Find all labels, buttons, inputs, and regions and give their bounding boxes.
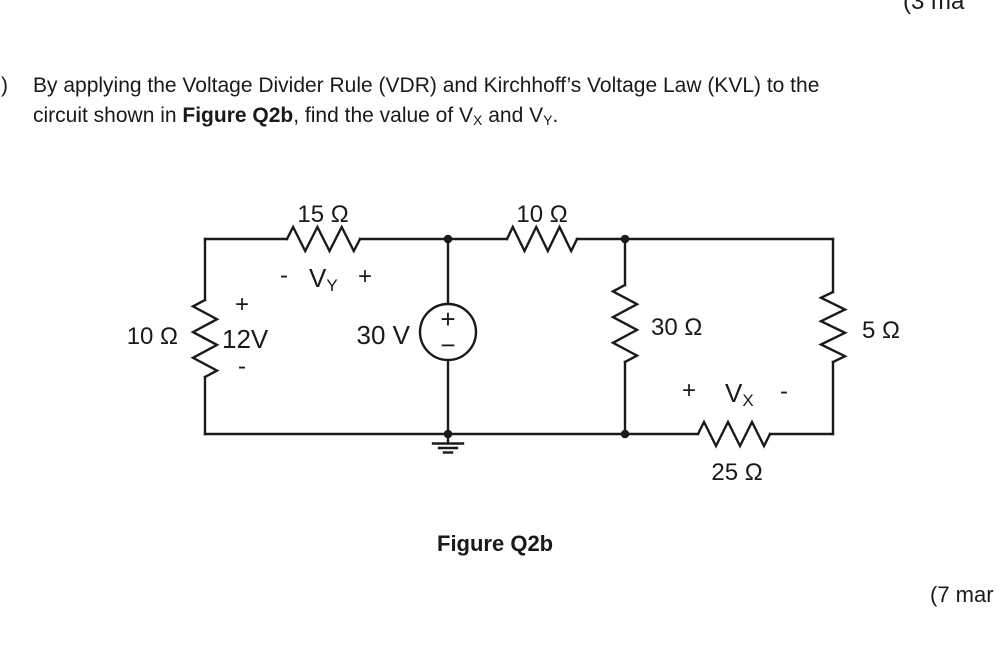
vx-minus-sign: - [780,378,788,405]
figure-reference: Figure Q2b [182,104,294,127]
junction-dot-top-a [443,234,453,244]
vy-sub: Y [326,276,337,295]
marks-bottom-partial: (7 mar [930,582,994,607]
junction-dot-ground [443,429,453,439]
voltage-source-icon: + − [418,302,478,362]
junction-dot-bottom-b [620,429,630,439]
label-vx: VX [725,378,754,410]
figure-caption: Figure Q2b [437,531,554,556]
resistor-10-ohm-left [190,298,220,379]
label-15-ohm: 15 Ω [297,201,348,228]
label-25-ohm: 25 Ω [711,459,762,486]
circuit-labels: 15 Ω 10 Ω 10 Ω 30 Ω 5 Ω 25 Ω 30 V + 12V … [127,201,900,486]
circuit-resistors [190,224,848,449]
label-vy: VY [309,263,338,295]
v12-plus-sign: + [235,291,249,318]
resistor-15-ohm [285,224,362,254]
source-plus-sign: + [440,304,455,334]
source-minus-sign: − [440,330,455,360]
resistor-25-ohm [696,419,772,449]
question-list-marker: ) [1,74,8,97]
label-10-ohm-left: 10 Ω [127,323,178,350]
question-line-2: circuit shown in Figure Q2b, find the va… [33,104,559,128]
label-source-value: 30 V [357,320,411,350]
junction-dot-top-b [620,234,630,244]
resistor-10-ohm-top [505,224,579,254]
label-12v: 12V [222,324,269,354]
question-block: ) By applying the Voltage Divider Rule (… [0,71,1003,132]
marks-top-partial: (3 ma [903,0,965,15]
resistor-5-ohm [818,290,848,364]
vy-subscript: Y [543,112,553,128]
label-10-ohm-top: 10 Ω [516,201,567,228]
resistor-30-ohm [610,283,640,364]
voltage-source-circle [418,302,478,362]
vx-plus-sign: + [682,377,696,404]
vx-sub: X [742,391,753,410]
v12-minus-sign: - [238,353,246,380]
junction-dots [443,234,630,439]
label-5-ohm: 5 Ω [862,317,900,344]
question-text: By applying the Voltage Divider Rule (VD… [33,71,1003,132]
vy-minus-sign: - [280,262,288,289]
label-30-ohm: 30 Ω [651,314,702,341]
vx-subscript: X [473,112,483,128]
vy-plus-sign: + [358,263,372,290]
question-line-1: By applying the Voltage Divider Rule (VD… [33,74,820,97]
